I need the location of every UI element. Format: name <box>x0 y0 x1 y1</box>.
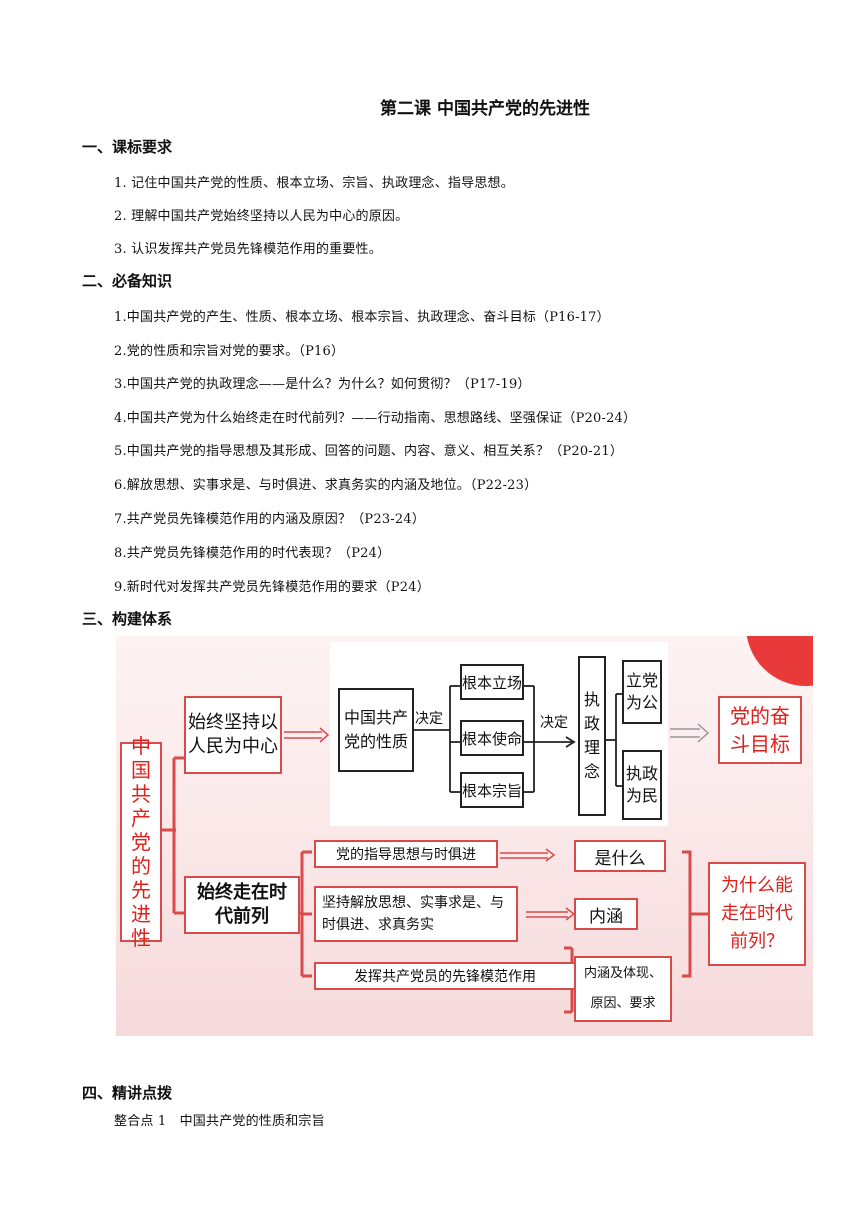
decide-label: 决定 <box>540 715 568 731</box>
standard-line: 3. 认识发挥共产党员先锋模范作用的重要性。 <box>114 242 382 257</box>
section-heading-standards: 一、课标要求 <box>82 138 173 156</box>
knowledge-line: 8.共产党员先锋模范作用的时代表现？（P24） <box>114 546 391 561</box>
knowledge-line: 9.新时代对发挥共产党员先锋模范作用的要求（P24） <box>114 580 430 595</box>
stand-box: 根本立场 <box>460 664 524 700</box>
section-heading-knowledge: 二、必备知识 <box>82 272 173 290</box>
guiding-thought-box: 党的指导思想与时俱进 <box>314 840 498 868</box>
knowledge-line: 4.中国共产党为什么始终走在时代前列？——行动指南、思想路线、坚强保证（P20-… <box>114 411 637 426</box>
knowledge-line: 1.中国共产党的产生、性质、根本立场、根本宗旨、执政理念、奋斗目标（P16-17… <box>114 310 610 325</box>
knowledge-line: 3.中国共产党的执政理念——是什么？为什么？如何贯彻？（P17-19） <box>114 377 531 392</box>
party-nature-box: 中国共产党的性质 <box>338 688 414 772</box>
connotation-reason-box: 内涵及体现、原因、要求 <box>574 956 672 1022</box>
why-front-box: 为什么能走在时代前列？ <box>708 862 806 966</box>
party-for-public-box: 立党为公 <box>622 660 662 724</box>
people-centered-box: 始终坚持以人民为中心 <box>184 696 282 774</box>
struggle-goal-box: 党的奋斗目标 <box>718 696 802 764</box>
standard-line: 2. 理解中国共产党始终坚持以人民为中心的原因。 <box>114 209 409 224</box>
govern-for-people-box: 执政为民 <box>622 750 662 820</box>
connotation-box: 内涵 <box>574 898 638 930</box>
section-heading-key-points: 四、精讲点拨 <box>82 1084 173 1102</box>
knowledge-line: 7.共产党员先锋模范作用的内涵及原因？（P23-24） <box>114 512 426 527</box>
integration-point: 整合点 1 中国共产党的性质和宗旨 <box>114 1114 325 1129</box>
knowledge-line: 5.中国共产党的指导思想及其形成、回答的问题、内容、意义、相互关系？（P20-2… <box>114 444 624 459</box>
section-heading-system: 三、构建体系 <box>82 610 173 628</box>
diagram-connectors <box>162 636 813 1014</box>
standard-line: 1. 记住中国共产党的性质、根本立场、宗旨、执政理念、指导思想。 <box>114 176 514 191</box>
decide-label: 决定 <box>415 711 443 727</box>
concept-diagram: 中国共产党的先进性 始终坚持以人民为中心 始终走在时代前列 中国共产党的性质 决… <box>116 636 813 1036</box>
vanguard-role-box: 发挥共产党员的先锋模范作用 <box>314 962 576 990</box>
page-title: 第二课 中国共产党的先进性 <box>380 99 590 119</box>
what-box: 是什么 <box>574 840 666 872</box>
liberate-thought-box: 坚持解放思想、实事求是、与时俱进、求真务实 <box>314 886 518 942</box>
mission-box: 根本使命 <box>460 720 524 756</box>
purpose-box: 根本宗旨 <box>460 772 524 808</box>
knowledge-line: 6.解放思想、实事求是、与时俱进、求真务实的内涵及地位。（P22-23） <box>114 478 538 493</box>
philosophy-box: 执政理念 <box>578 656 606 816</box>
root-box: 中国共产党的先进性 <box>120 734 162 950</box>
front-of-times-box: 始终走在时代前列 <box>184 876 300 934</box>
knowledge-line: 2.党的性质和宗旨对党的要求。（P16） <box>114 344 345 359</box>
